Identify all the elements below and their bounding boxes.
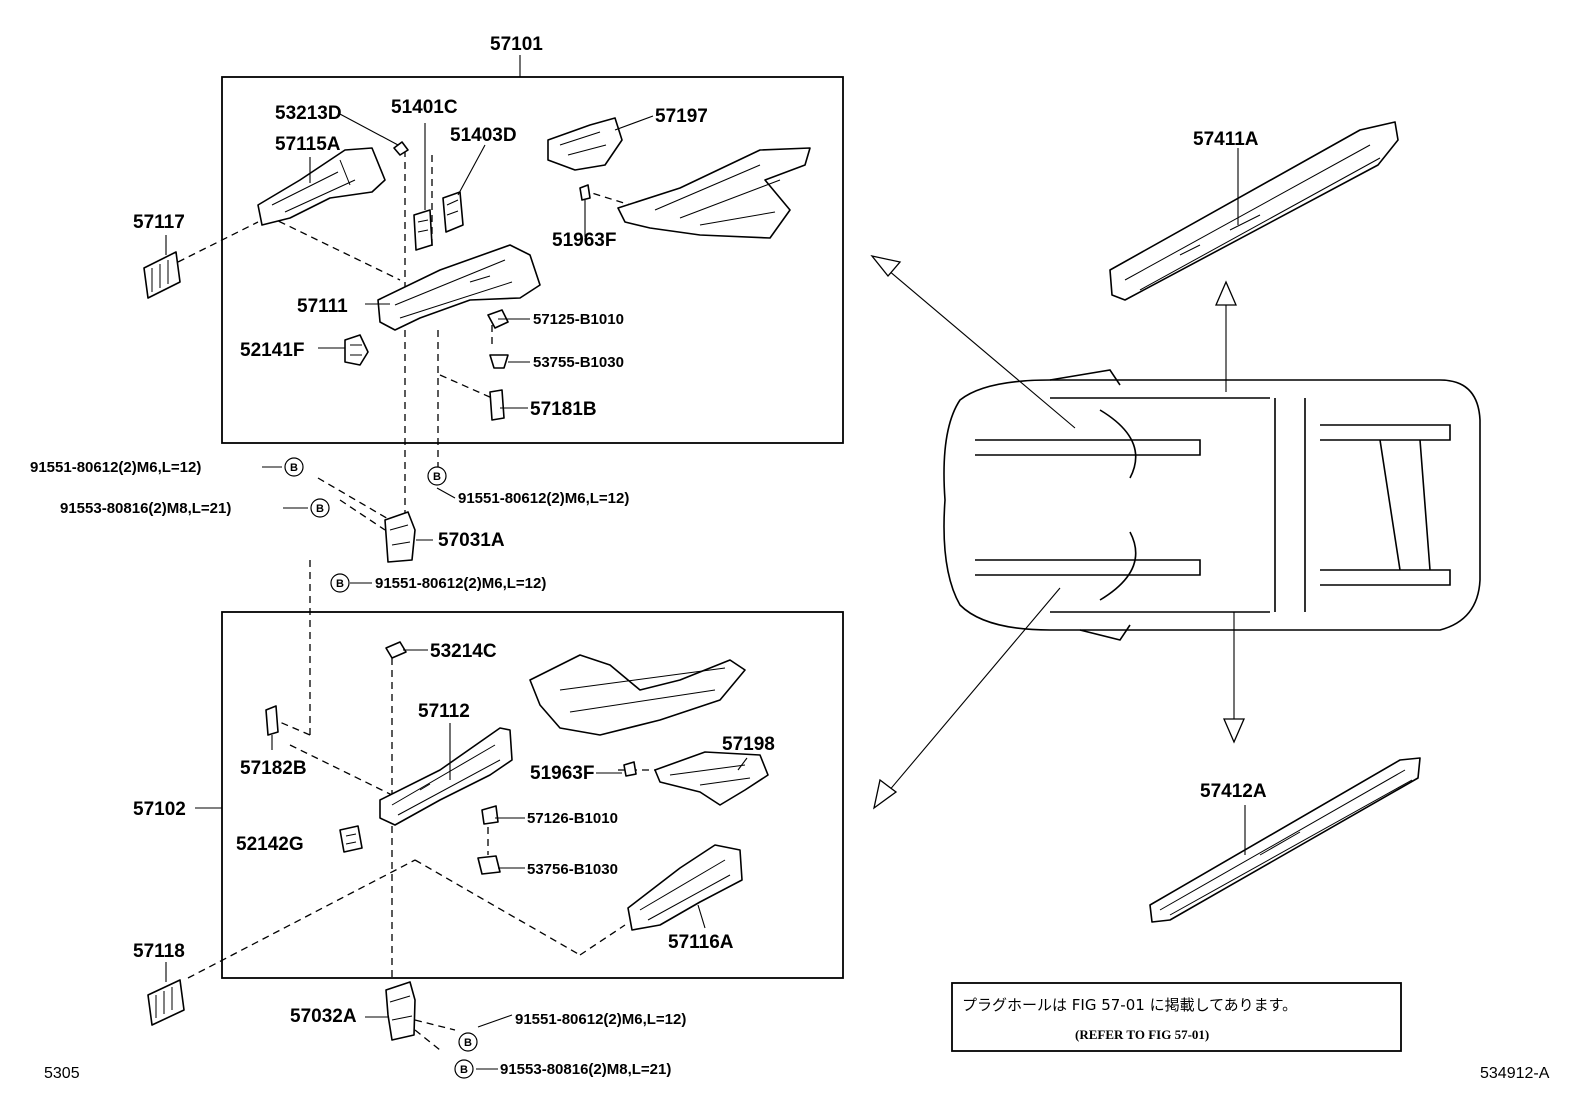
label-57125-B1010: 57125-B1010 bbox=[533, 311, 624, 328]
part-51401C-shape bbox=[413, 209, 433, 251]
svg-text:B: B bbox=[460, 1064, 468, 1076]
label-57126-B1010: 57126-B1010 bbox=[527, 810, 618, 827]
part-57181B-shape bbox=[489, 389, 505, 421]
label-57197: 57197 bbox=[655, 106, 708, 127]
label-bolt-91553-a: 91553-80816(2)M8,L=21) bbox=[60, 500, 231, 517]
label-52141F: 52141F bbox=[240, 340, 304, 361]
part-57111-shape bbox=[377, 244, 541, 331]
label-53755-B1030: 53755-B1030 bbox=[533, 354, 624, 371]
corner-code-left: 5305 bbox=[44, 1065, 80, 1082]
part-57115A-shape bbox=[257, 147, 386, 226]
part-57126-shape bbox=[481, 805, 499, 825]
label-bolt-91551-a: 91551-80612(2)M6,L=12) bbox=[30, 459, 201, 476]
note-english: (REFER TO FIG 57-01) bbox=[1075, 1027, 1209, 1042]
label-51963F-bottom: 51963F bbox=[530, 763, 594, 784]
bolt-marker-b1: B bbox=[284, 457, 304, 477]
label-57181B: 57181B bbox=[530, 399, 597, 420]
svg-text:B: B bbox=[464, 1037, 472, 1049]
part-57118-shape bbox=[147, 979, 185, 1026]
label-57111: 57111 bbox=[297, 296, 348, 317]
group-box-57101 bbox=[221, 76, 844, 444]
svg-text:B: B bbox=[433, 471, 441, 483]
bolt-marker-b2: B bbox=[427, 466, 447, 486]
part-57117-shape bbox=[143, 251, 181, 299]
label-57116A: 57116A bbox=[668, 932, 734, 953]
part-51963F-bottom-shape bbox=[623, 761, 637, 777]
part-53213D-shape bbox=[393, 141, 409, 156]
label-bolt-91551-d: 91551-80612(2)M6,L=12) bbox=[515, 1011, 686, 1028]
label-53214C: 53214C bbox=[430, 641, 497, 662]
part-57412A-shape bbox=[1149, 757, 1421, 923]
bolt-marker-b6: B bbox=[454, 1059, 474, 1079]
part-52142G-shape bbox=[339, 825, 363, 853]
svg-text:B: B bbox=[316, 503, 324, 515]
label-57198: 57198 bbox=[722, 734, 775, 755]
note-japanese: プラグホールは FIG 57-01 に掲載してあります。 bbox=[962, 996, 1297, 1014]
label-bolt-91551-c: 91551-80612(2)M6,L=12) bbox=[375, 575, 546, 592]
bolt-marker-b4: B bbox=[330, 573, 350, 593]
label-57118: 57118 bbox=[133, 941, 185, 962]
label-bolt-91551-b: 91551-80612(2)M6,L=12) bbox=[458, 490, 629, 507]
label-57101: 57101 bbox=[490, 34, 543, 55]
bolt-markers: B B B B B B bbox=[284, 457, 478, 1079]
label-57412A: 57412A bbox=[1200, 781, 1267, 802]
label-57115A: 57115A bbox=[275, 134, 341, 155]
label-57117: 57117 bbox=[133, 212, 185, 233]
part-51963F-top-shape bbox=[579, 184, 591, 201]
label-51963F-top: 51963F bbox=[552, 230, 616, 251]
part-53214C-shape bbox=[385, 641, 407, 659]
part-front-floor-rail-lower bbox=[529, 654, 746, 736]
label-bolt-91553-b: 91553-80816(2)M8,L=21) bbox=[500, 1061, 671, 1078]
corner-code-right: 534912-A bbox=[1480, 1065, 1550, 1082]
part-57116A-shape bbox=[627, 844, 743, 931]
leader-lines bbox=[165, 112, 1246, 1070]
part-53755-shape bbox=[489, 354, 509, 369]
part-57112-shape bbox=[379, 727, 513, 826]
bolt-marker-b5: B bbox=[458, 1032, 478, 1052]
part-57032A-shape bbox=[385, 981, 416, 1041]
part-labels: 57101 53213D 51401C 57197 57115A 51403D … bbox=[30, 34, 1267, 1078]
bolt-marker-b3: B bbox=[310, 498, 330, 518]
label-57031A: 57031A bbox=[438, 530, 505, 551]
svg-text:B: B bbox=[290, 462, 298, 474]
svg-text:B: B bbox=[336, 578, 344, 590]
part-52141F-shape bbox=[344, 334, 369, 366]
part-57197-shape bbox=[547, 117, 623, 171]
part-57031A-shape bbox=[384, 511, 416, 563]
reference-note: プラグホールは FIG 57-01 に掲載してあります。 (REFER TO F… bbox=[951, 982, 1402, 1052]
label-52142G: 52142G bbox=[236, 834, 304, 855]
arrows bbox=[870, 254, 1245, 810]
part-57182B-shape bbox=[265, 705, 279, 736]
vehicle-overview bbox=[943, 369, 1481, 641]
label-53756-B1030: 53756-B1030 bbox=[527, 861, 618, 878]
part-57198-shape bbox=[654, 751, 769, 806]
label-51401C: 51401C bbox=[391, 97, 458, 118]
part-front-floor-rail-upper bbox=[617, 147, 811, 239]
label-53213D: 53213D bbox=[275, 103, 342, 124]
label-57112: 57112 bbox=[418, 701, 470, 722]
part-57411A-shape bbox=[1109, 121, 1399, 301]
label-57411A: 57411A bbox=[1193, 129, 1259, 150]
label-51403D: 51403D bbox=[450, 125, 517, 146]
label-57102: 57102 bbox=[133, 799, 186, 820]
group-box-57102 bbox=[221, 611, 844, 979]
label-57032A: 57032A bbox=[290, 1006, 357, 1027]
part-51403D-shape bbox=[442, 191, 464, 233]
label-57182B: 57182B bbox=[240, 758, 307, 779]
part-53756-shape bbox=[477, 855, 501, 875]
